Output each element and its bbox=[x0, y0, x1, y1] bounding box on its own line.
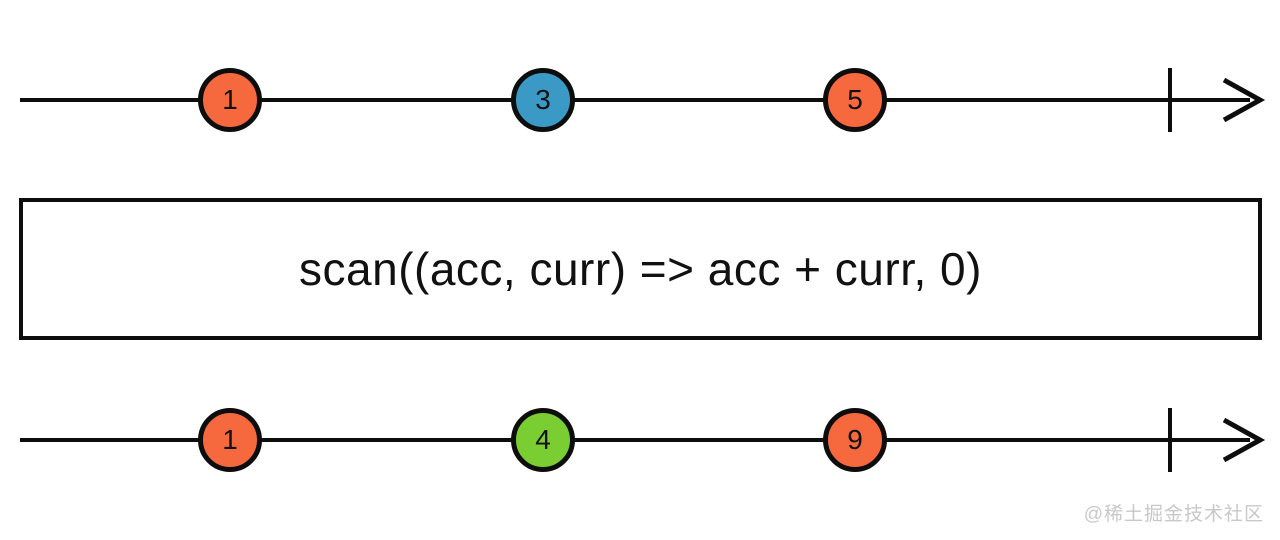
operator-label: scan((acc, curr) => acc + curr, 0) bbox=[299, 243, 982, 295]
output-marble-3-value: 9 bbox=[847, 424, 863, 455]
input-marble-1-value: 1 bbox=[222, 84, 238, 115]
input-marble-3-value: 5 bbox=[847, 84, 863, 115]
input-marble-1: 1 bbox=[198, 68, 262, 132]
input-timeline: 1 3 5 bbox=[0, 36, 1280, 164]
output-arrowhead-icon bbox=[1222, 417, 1266, 463]
input-marble-3: 5 bbox=[823, 68, 887, 132]
output-marble-2-value: 4 bbox=[535, 424, 551, 455]
output-timeline: 1 4 9 bbox=[0, 376, 1280, 504]
watermark: @稀土掘金技术社区 bbox=[1083, 504, 1264, 525]
input-arrowhead-icon bbox=[1222, 77, 1266, 123]
output-marble-2: 4 bbox=[511, 408, 575, 472]
output-marble-3: 9 bbox=[823, 408, 887, 472]
input-marble-2-value: 3 bbox=[535, 84, 551, 115]
output-marble-1-value: 1 bbox=[222, 424, 238, 455]
input-timeline-graphics bbox=[20, 68, 1266, 132]
output-timeline-graphics bbox=[20, 408, 1266, 472]
operator-box: scan((acc, curr) => acc + curr, 0) bbox=[19, 198, 1262, 340]
input-marble-2: 3 bbox=[511, 68, 575, 132]
output-marble-1: 1 bbox=[198, 408, 262, 472]
